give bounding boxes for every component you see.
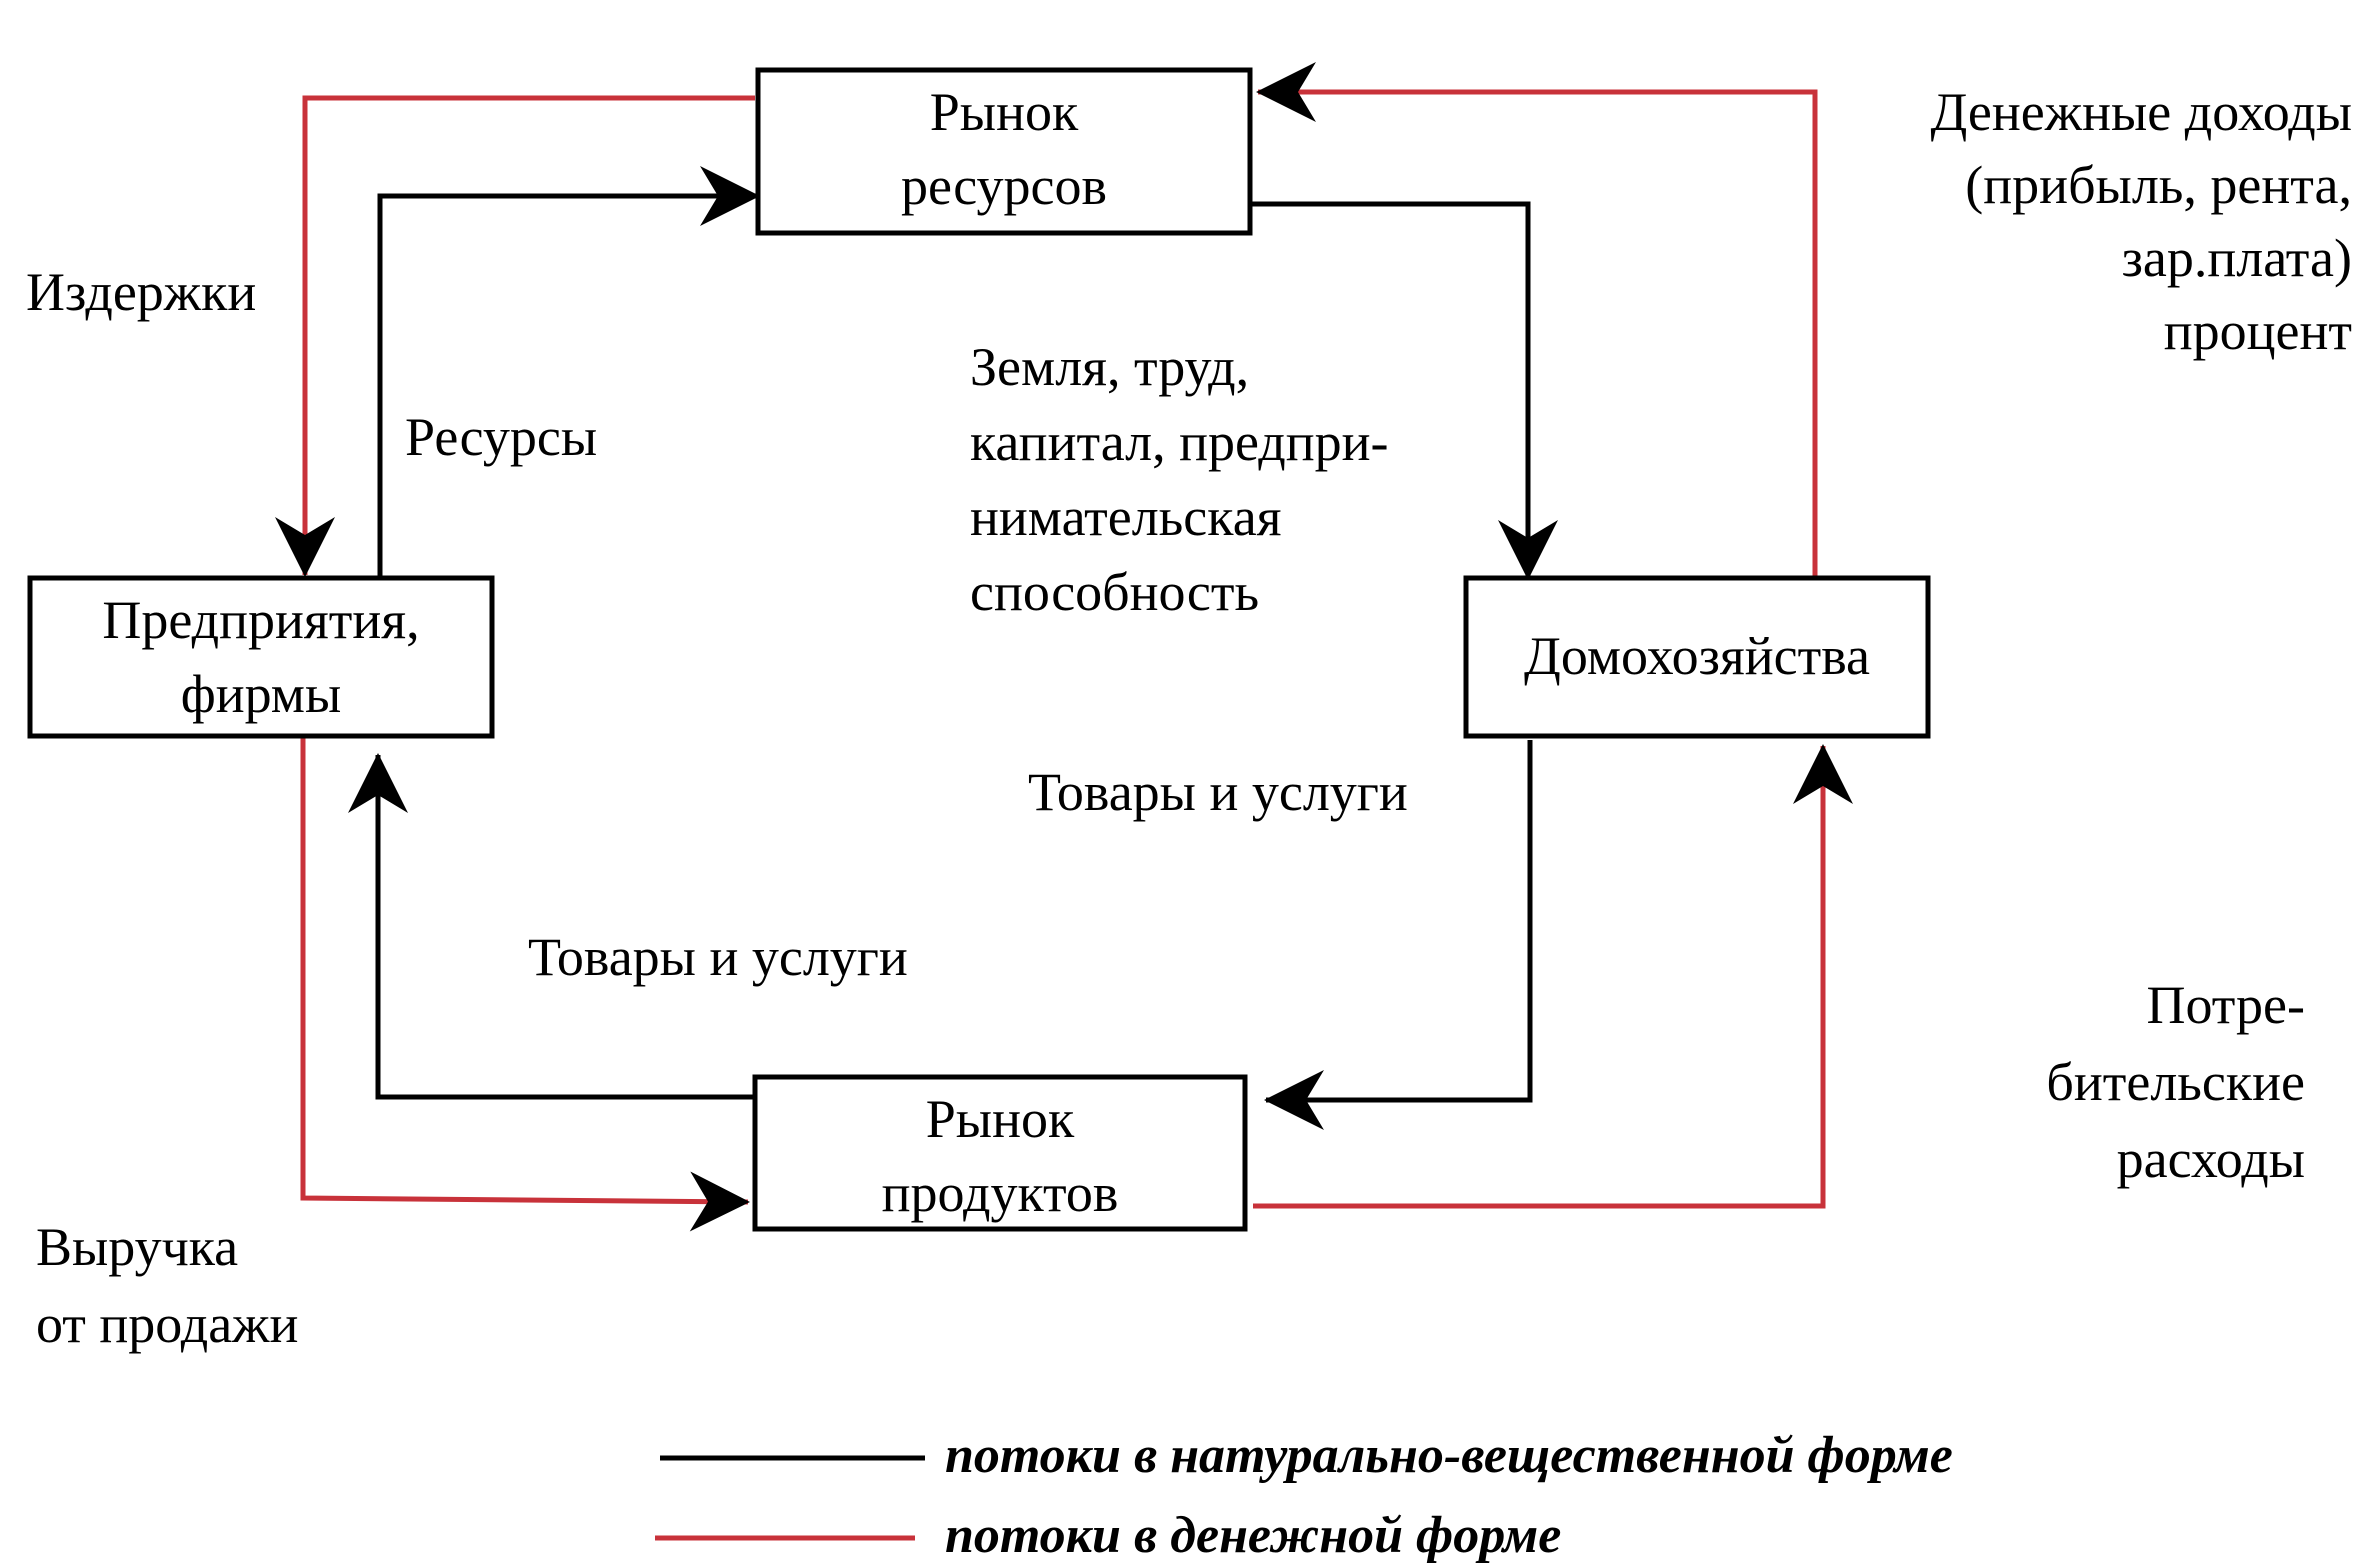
sales-revenue-line-2: от продажи (36, 1294, 298, 1354)
legend-money-flow-label: потоки в денежной форме (945, 1507, 1561, 1564)
sales-revenue-flow (300, 738, 750, 1232)
goods-services-left-label: Товары и услуги (528, 927, 908, 987)
factors-label: Земля, труд, капитал, предпри- нимательс… (970, 337, 1389, 622)
sales-revenue-line-1: Выручка (36, 1217, 238, 1277)
money-income-line-2: (прибыль, рента, (1965, 155, 2352, 215)
factors-label-line-4: способность (970, 562, 1259, 622)
money-income-line-4: процент (2164, 301, 2352, 361)
factors-label-line-1: Земля, труд, (970, 337, 1249, 397)
consumer-spending-line-2: бительские (2046, 1052, 2305, 1112)
firms-label-2: фирмы (181, 664, 342, 724)
costs-flow (275, 95, 755, 577)
goods-to-firms-flow (348, 753, 755, 1100)
goods-services-right-label: Товары и услуги (1028, 762, 1408, 822)
sales-revenue-label: Выручка от продажи (36, 1217, 298, 1354)
legend-real-flow-label: потоки в натурально-вещественной форме (945, 1427, 1953, 1484)
costs-label: Издержки (26, 262, 256, 322)
product-market-label-1: Рынок (926, 1089, 1075, 1149)
consumer-spending-label: Потре- бительские расходы (2046, 975, 2305, 1189)
consumer-spending-line-1: Потре- (2147, 975, 2306, 1035)
resource-market-box: Рынок ресурсов (755, 67, 1253, 236)
consumer-spending-line-3: расходы (2117, 1129, 2305, 1189)
legend: потоки в натурально-вещественной форме п… (655, 1427, 1953, 1564)
firms-label-1: Предприятия, (102, 590, 419, 650)
firms-box: Предприятия, фирмы (27, 575, 495, 739)
factors-label-line-3: нимательская (970, 487, 1282, 547)
money-income-line-1: Денежные доходы (1930, 82, 2352, 142)
money-income-flow (1256, 62, 1818, 578)
households-box: Домохозяйства (1463, 575, 1931, 739)
households-label: Домохозяйства (1524, 626, 1870, 686)
money-income-line-3: зар.плата) (2122, 228, 2352, 288)
resource-market-label-1: Рынок (930, 82, 1079, 142)
product-market-label-2: продуктов (882, 1163, 1119, 1223)
money-income-label: Денежные доходы (прибыль, рента, зар.пла… (1930, 82, 2352, 361)
resources-flow (377, 166, 760, 578)
resources-label: Ресурсы (405, 407, 597, 467)
product-market-box: Рынок продуктов (752, 1074, 1248, 1232)
resource-market-label-2: ресурсов (901, 156, 1107, 216)
factors-flow (1252, 201, 1558, 580)
factors-label-line-2: капитал, предпри- (970, 412, 1389, 472)
consumer-spending-flow (1253, 744, 1853, 1209)
goods-to-market-flow (1264, 740, 1533, 1130)
